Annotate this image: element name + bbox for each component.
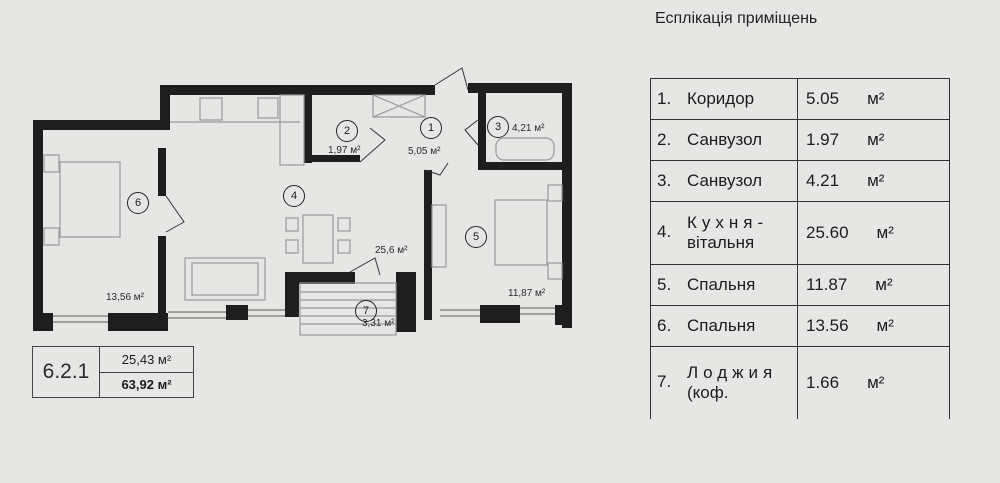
area-unit: м² [867,130,885,149]
table-row: 6. Спальня 13.56 м² [650,305,950,347]
floor-plan-drawing [33,67,572,336]
living-area: 25,43 м² [100,347,193,373]
room-name-line2: вітальня [687,233,755,252]
room-area: 1.97 [806,130,840,149]
room-number-2: 2 [336,120,358,142]
room-name: Коридор [687,89,755,108]
room-name-line2: (коф. [687,383,729,402]
room-name: Санвузол [687,130,763,149]
room-number-3: 3 [487,116,509,138]
room-area-4: 25,6 м² [375,245,408,256]
apartment-summary: 6.2.1 25,43 м² 63,92 м² [32,346,194,398]
floor-plan: 1 5,05 м² 2 1,97 м² 3 4,21 м² 4 25,6 м² … [32,67,572,398]
room-name-line1: Кухня- [687,213,769,232]
room-area-7: 3,31 м² [362,318,395,329]
row-number: 7. [657,372,672,392]
room-area: 11.87 [806,275,848,294]
room-number-6: 6 [127,192,149,214]
room-name-line1: Лоджия [687,363,778,382]
room-area: 5.05 [806,89,840,108]
room-area-1: 5,05 м² [408,146,441,157]
room-area-5: 11,87 м² [508,288,546,299]
row-number: 1. [657,89,672,108]
total-area: 63,92 м² [121,377,172,393]
row-number: 4. [657,222,672,242]
table-row: 3. Санвузол 4.21 м² [650,160,950,202]
room-area-2: 1,97 м² [328,145,361,156]
area-unit: м² [867,373,885,392]
room-area-6: 13,56 м² [106,292,145,303]
area-unit: м² [867,89,885,108]
area-unit: м² [867,171,885,190]
table-row: 5. Спальня 11.87 м² [650,264,950,306]
area-unit: м² [876,223,894,242]
room-area: 4.21 [806,171,840,190]
row-number: 5. [657,275,672,294]
row-number: 2. [657,130,672,149]
room-number-1: 1 [420,117,442,139]
room-number-7: 7 [355,300,377,322]
room-area: 1.66 [806,373,840,392]
table-row: 4. Кухня-вітальня 25.60 м² [650,201,950,265]
table-row: 2. Санвузол 1.97 м² [650,119,950,161]
area-unit: м² [876,316,894,335]
row-number: 6. [657,316,672,335]
room-area: 13.56 [806,316,849,335]
room-area-3: 4,21 м² [512,123,545,134]
room-number-5: 5 [465,226,487,248]
room-area: 25.60 [806,223,849,242]
row-number: 3. [657,171,672,190]
explication-table: 1. Коридор 5.05 м² 2. Санвузол 1.97 м² 3. Сан… [650,78,950,419]
room-number-4: 4 [283,185,305,207]
table-row: 1. Коридор 5.05 м² [650,78,950,120]
apartment-code: 6.2.1 [33,347,100,397]
table-row: 7. Лоджия(коф. 1.66 м² [650,346,950,419]
room-name: Санвузол [687,171,763,190]
area-unit: м² [875,275,893,294]
room-name: Спальня [687,316,756,335]
room-name: Спальня [687,275,756,294]
explication-title: Есплікація приміщень [655,10,818,27]
